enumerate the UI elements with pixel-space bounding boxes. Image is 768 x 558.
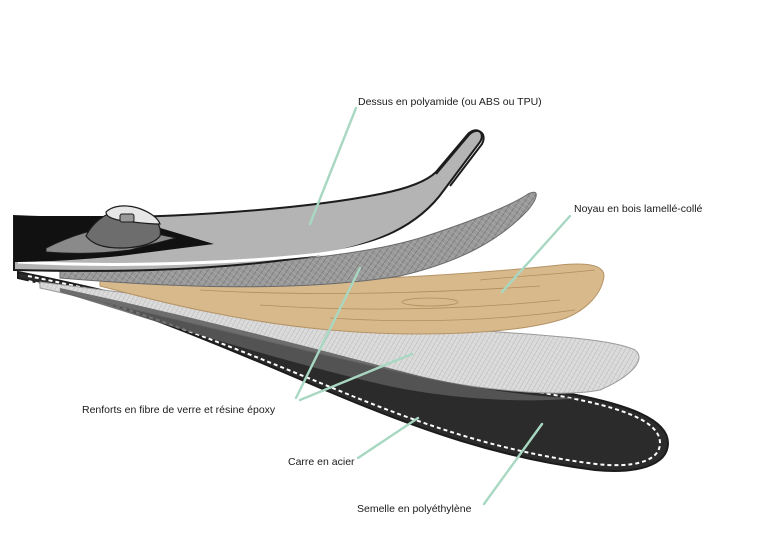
label-base: Semelle en polyéthylène — [357, 503, 472, 515]
leader-line-edge — [356, 416, 420, 460]
label-wood-core: Noyau en bois lamellé-collé — [574, 203, 703, 215]
label-top-sheet: Dessus en polyamide (ou ABS ou TPU) — [358, 96, 542, 108]
leader-lines — [294, 106, 572, 506]
leader-line-fiberglass-upper — [294, 266, 362, 400]
leader-line-core — [500, 214, 572, 294]
binding-icon — [85, 205, 161, 249]
label-fiberglass: Renforts en fibre de verre et résine épo… — [82, 404, 276, 416]
label-steel-edge: Carre en acier — [288, 456, 355, 468]
leader-line-base — [482, 422, 544, 506]
leader-line-top — [308, 106, 358, 226]
fiberglass-layer — [59, 191, 537, 288]
leader-line-fiberglass-lower — [298, 352, 414, 402]
